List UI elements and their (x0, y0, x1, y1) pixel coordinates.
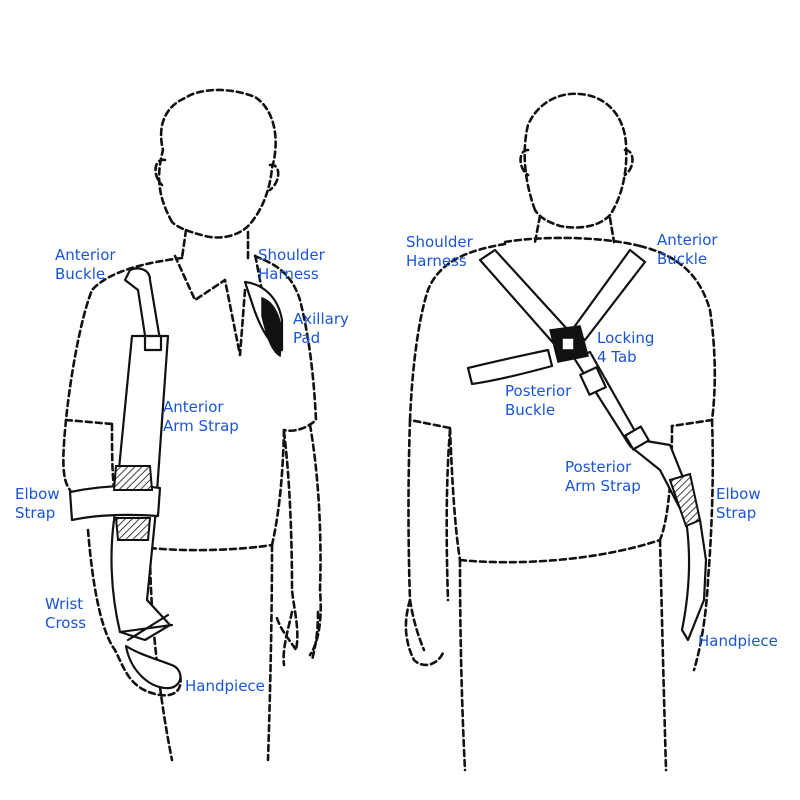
back-torso-left (448, 426, 462, 562)
label-line: Buckle (55, 265, 106, 283)
label-line: Anterior (657, 231, 718, 249)
label-line: Axillary (293, 310, 349, 328)
label-back-anterior-buckle: Anterior Buckle (657, 231, 718, 269)
front-shoulder-right (253, 254, 318, 432)
label-line: Buckle (657, 250, 708, 268)
back-leg-left (458, 558, 467, 772)
label-line: Wrist (45, 595, 84, 613)
back-harness-lower-left (466, 348, 554, 386)
back-hand-left (404, 598, 446, 667)
front-elbow-strap (68, 484, 162, 522)
front-ear-right (268, 163, 280, 192)
label-front-anterior-buckle: Anterior Buckle (55, 246, 116, 284)
label-line: Anterior (55, 246, 116, 264)
front-figure (62, 88, 322, 762)
label-line: Handpiece (185, 677, 265, 695)
label-line: Pad (293, 329, 321, 347)
front-leg-right (266, 543, 274, 762)
front-neck (180, 228, 250, 260)
label-line: Anterior (163, 398, 224, 416)
label-line: Handpiece (698, 632, 778, 650)
label-line: Elbow (716, 485, 761, 503)
label-front-wrist-cross: Wrist Cross (45, 595, 86, 633)
front-torso-right (270, 428, 286, 547)
back-ear-right (623, 148, 634, 177)
back-arm-right-outer (692, 418, 715, 672)
label-front-elbow-strap: Elbow Strap (15, 485, 60, 523)
back-shoulder-harness-right (570, 248, 647, 342)
front-ear-left (154, 158, 167, 187)
label-front-shoulder-harness: Shoulder Harness (258, 246, 325, 284)
back-leg-right (658, 538, 668, 772)
back-head-outline (523, 92, 628, 229)
back-figure (404, 92, 717, 772)
front-elbow-hatch-bottom (114, 517, 152, 541)
front-anterior-buckle (123, 267, 162, 344)
back-ear-left (519, 148, 530, 177)
back-arm-left (407, 418, 452, 652)
front-shoulders (64, 256, 184, 426)
back-waist (458, 538, 662, 564)
label-line: Strap (716, 504, 757, 522)
front-elbow-hatch-top (112, 465, 154, 491)
label-back-posterior-buckle: Posterior Buckle (505, 382, 571, 420)
back-shoulder-left (408, 242, 507, 430)
label-line: Posterior (505, 382, 572, 400)
front-wrist-cross (118, 613, 174, 642)
label-back-posterior-arm-strap: Posterior Arm Strap (565, 458, 641, 496)
label-line: Arm Strap (565, 477, 641, 495)
label-line: Shoulder (406, 233, 473, 251)
front-axillary-pad (261, 296, 283, 358)
label-line: Harness (406, 252, 467, 270)
front-arm-left-outer (110, 422, 116, 490)
label-front-axillary-pad: Axillary Pad (293, 310, 349, 348)
front-buckle-clip (143, 334, 163, 352)
back-shoulder-right (638, 244, 717, 428)
label-line: Buckle (505, 401, 556, 419)
label-line: Elbow (15, 485, 60, 503)
front-collar (173, 252, 265, 357)
back-collar (503, 236, 642, 248)
label-front-handpiece: Handpiece (185, 677, 265, 696)
label-back-elbow-strap: Elbow Strap (716, 485, 761, 523)
front-sleeve-left (62, 418, 72, 492)
label-line: Shoulder (258, 246, 325, 264)
label-line: Strap (15, 504, 56, 522)
back-torso-right (658, 424, 674, 542)
front-hand-right (282, 610, 320, 667)
label-line: Posterior (565, 458, 632, 476)
front-waist (148, 543, 274, 552)
front-forearm-left (86, 528, 182, 697)
back-locking-tab-window (561, 337, 575, 351)
back-elbow-hatch (668, 472, 702, 528)
front-head-outline (157, 88, 277, 239)
label-back-shoulder-harness: Shoulder Harness (406, 233, 473, 271)
front-handpiece (124, 644, 182, 690)
front-leg-left (148, 546, 174, 762)
label-line: 4 Tab (597, 348, 637, 366)
label-front-anterior-arm-strap: Anterior Arm Strap (163, 398, 239, 436)
label-line: Arm Strap (163, 417, 239, 435)
label-back-locking-tab: Locking 4 Tab (597, 329, 654, 367)
label-line: Harness (258, 265, 319, 283)
label-line: Cross (45, 614, 87, 632)
back-strap-clip (624, 425, 650, 451)
label-back-handpiece: Handpiece (698, 632, 778, 651)
back-posterior-buckle (579, 366, 607, 396)
label-line: Locking (597, 329, 655, 347)
